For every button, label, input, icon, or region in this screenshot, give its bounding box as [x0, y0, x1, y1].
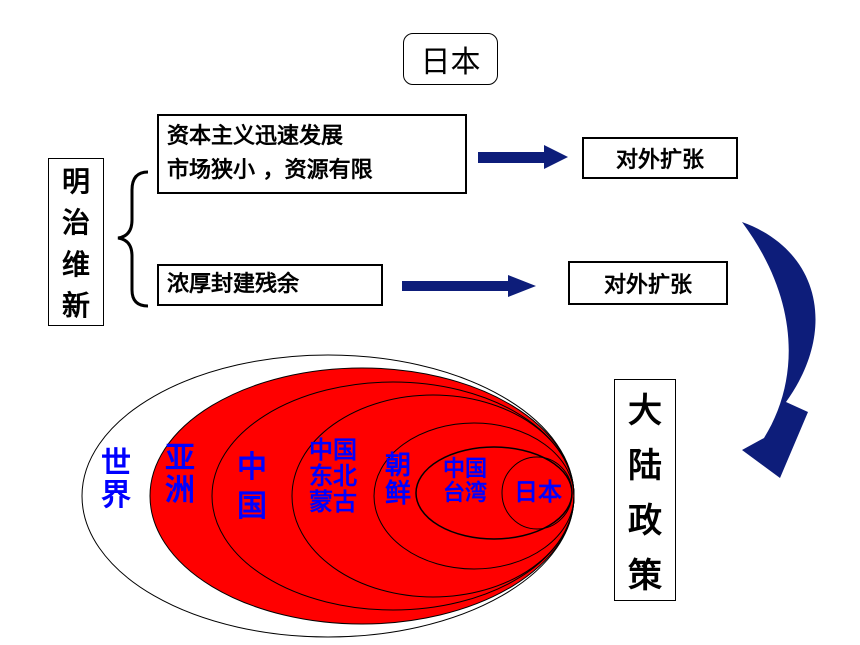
arrow-economic-to-expansion	[478, 145, 568, 169]
economic-cause-line1: 资本主义迅速发展	[167, 124, 344, 149]
feudal-cause-box: 浓厚封建残余	[157, 264, 383, 306]
continental-policy-box: 大 陆 政 策	[614, 379, 676, 601]
meiji-char: 治	[61, 206, 90, 240]
label-japan: 日本	[514, 478, 562, 506]
ring-japan	[501, 456, 573, 530]
ring-korea	[373, 422, 575, 570]
meiji-char: 维	[61, 247, 90, 281]
expansion-box-2: 对外扩张	[568, 261, 728, 305]
policy-char: 大	[628, 391, 662, 431]
economic-cause-line2: 市场狭小 ，资源有限	[167, 158, 373, 183]
arrow-feudal-to-expansion	[402, 275, 536, 297]
meiji-restoration-box: 明 治 维 新	[48, 158, 104, 326]
label-korea: 朝 鲜	[384, 451, 411, 510]
curly-brace	[117, 170, 149, 308]
meiji-char: 新	[61, 289, 90, 323]
label-northeast: 中国 东北 蒙古	[309, 436, 357, 516]
expansion-box-1: 对外扩张	[582, 137, 738, 179]
policy-char: 陆	[628, 446, 662, 486]
label-taiwan: 中国 台湾	[442, 457, 487, 506]
meiji-char: 明	[61, 164, 90, 198]
label-world: 世 界	[101, 446, 131, 514]
policy-char: 策	[628, 556, 662, 596]
policy-char: 政	[628, 501, 662, 541]
label-china: 中 国	[237, 450, 267, 524]
curved-arrow	[742, 222, 816, 478]
economic-cause-box: 资本主义迅速发展 市场狭小 ，资源有限	[157, 114, 467, 194]
page-title: 日本	[403, 33, 498, 85]
label-asia: 亚 洲	[165, 441, 195, 509]
